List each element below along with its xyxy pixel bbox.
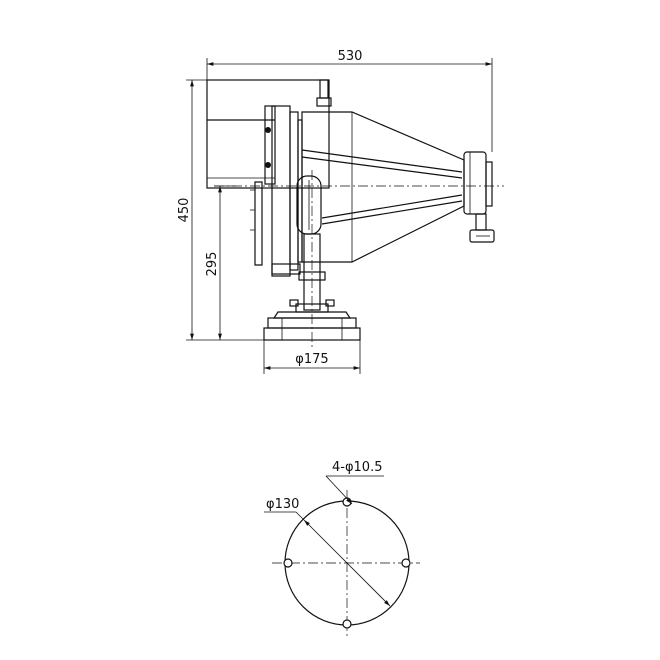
bolt-hole	[401, 558, 411, 568]
top-screw	[316, 79, 332, 107]
dim-bolt-circle-label: φ130	[266, 497, 299, 512]
aiming-handle	[296, 175, 322, 235]
dim-hole-spec: 4-φ10.5	[325, 460, 384, 505]
dim-base-diameter-label: φ175	[295, 352, 328, 367]
dim-overall-length-label: 530	[338, 49, 363, 64]
front-ring	[463, 151, 493, 215]
drain-nozzle	[469, 213, 495, 243]
dim-axis-height: 295	[205, 185, 236, 340]
dim-overall-length: 530	[206, 49, 493, 152]
dim-bolt-circle: φ130	[264, 497, 391, 607]
bolt-hole	[342, 619, 352, 629]
dim-overall-height-label: 450	[177, 198, 192, 223]
side-view: 530 450 295 φ175	[177, 49, 504, 374]
bolt-hole	[283, 558, 293, 568]
base-plan-view: φ130 4-φ10.5	[264, 460, 420, 636]
rear-bracket	[250, 181, 301, 275]
dim-base-diameter: φ175	[263, 340, 361, 374]
dim-hole-spec-label: 4-φ10.5	[332, 460, 382, 475]
rear-housing	[206, 79, 330, 189]
dim-overall-height: 450	[177, 79, 264, 341]
dim-axis-height-label: 295	[205, 252, 220, 277]
lamp-body	[301, 111, 465, 263]
